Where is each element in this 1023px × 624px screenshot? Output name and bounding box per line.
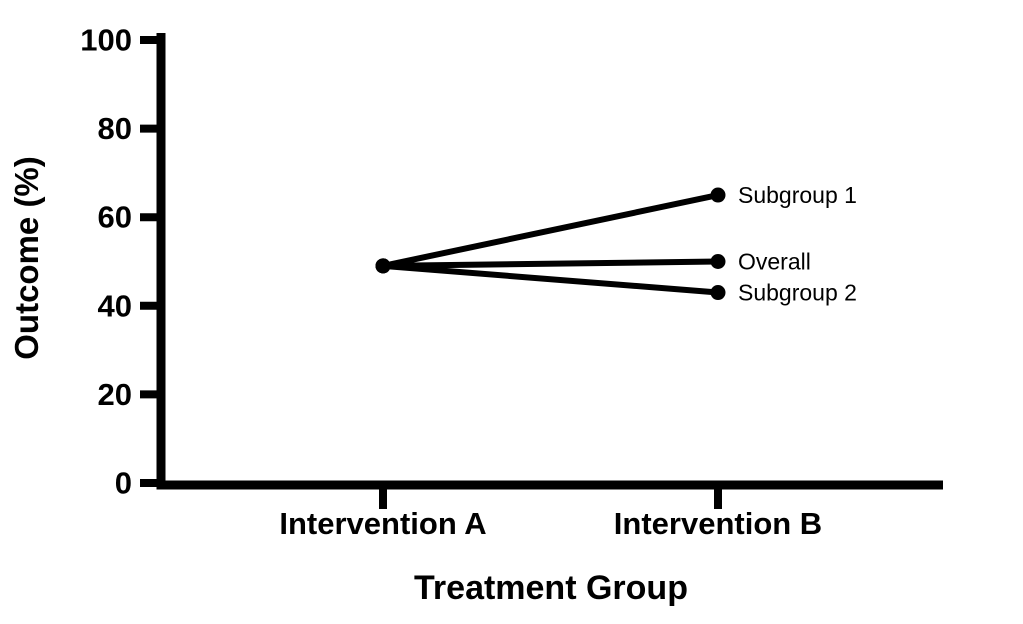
series-line (382, 192, 719, 269)
y-tick-label: 80 (98, 111, 132, 146)
y-tick-label: 20 (98, 377, 132, 412)
axes (156, 33, 943, 490)
x-category-label: Intervention A (279, 506, 486, 541)
series-end-label: Subgroup 2 (738, 280, 857, 306)
series-line (382, 258, 719, 269)
x-category-label: Intervention B (614, 506, 822, 541)
y-tick-label: 60 (98, 200, 132, 235)
data-point-marker (710, 254, 726, 269)
series-line (382, 262, 719, 296)
y-tick-label: 100 (80, 23, 132, 58)
x-axis-title: Treatment Group (414, 569, 688, 607)
data-point-marker (710, 285, 726, 301)
data-point-marker (710, 187, 726, 203)
y-axis-title: Outcome (%) (8, 156, 45, 360)
series-end-label: Subgroup 1 (738, 182, 857, 208)
data-point-marker (375, 258, 391, 274)
y-tick-label: 0 (115, 466, 132, 501)
series-end-label: Overall (738, 249, 811, 275)
y-tick-label: 40 (98, 288, 132, 323)
